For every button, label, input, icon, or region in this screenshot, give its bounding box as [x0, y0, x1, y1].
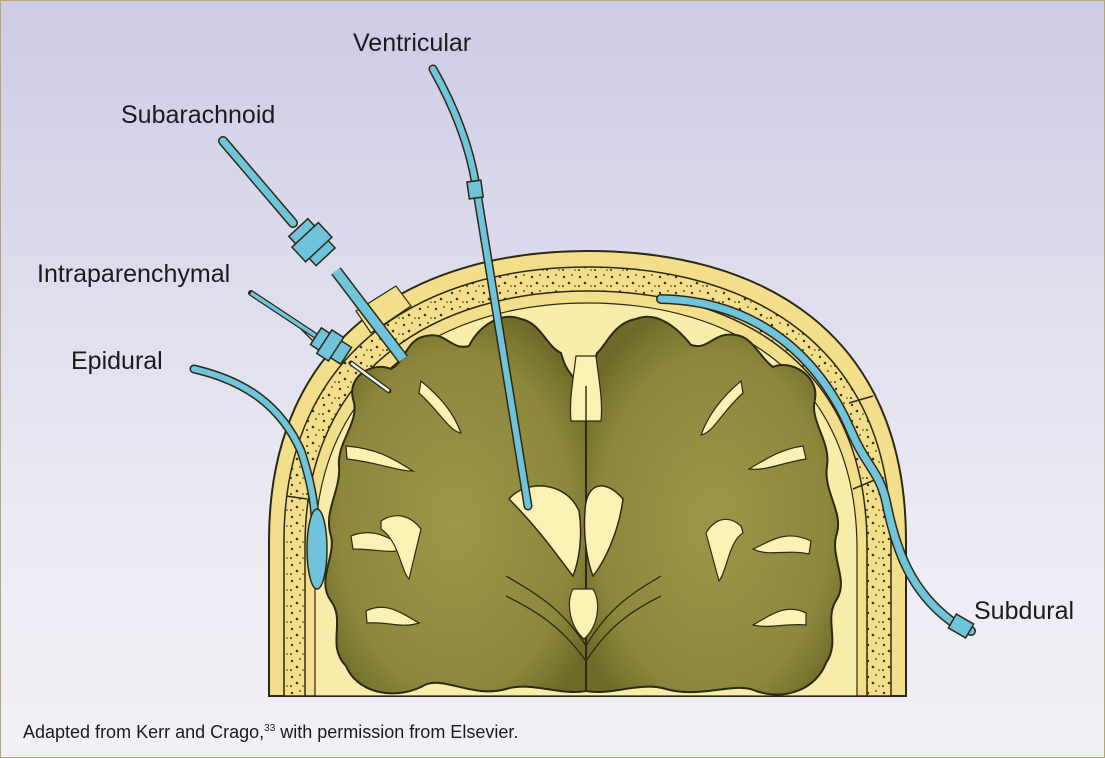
caption-text-after: with permission from Elsevier.: [275, 722, 518, 742]
figure-caption: Adapted from Kerr and Crago,33 with perm…: [23, 722, 518, 743]
label-subdural: Subdural: [974, 599, 1074, 624]
ventricular-catheter-connector: [467, 180, 483, 199]
label-epidural: Epidural: [71, 349, 163, 374]
subarachnoid-tube-fill: [223, 141, 293, 223]
epidural-sensor: [307, 509, 327, 589]
label-intraparenchymal: Intraparenchymal: [37, 262, 230, 287]
caption-text-before: Adapted from Kerr and Crago,: [23, 722, 264, 742]
label-ventricular: Ventricular: [353, 31, 471, 56]
caption-reference: 33: [264, 723, 275, 734]
label-subarachnoid: Subarachnoid: [121, 103, 275, 128]
intraparenchymal-tube-fill: [251, 293, 316, 336]
brain-right-hemisphere: [586, 317, 841, 695]
